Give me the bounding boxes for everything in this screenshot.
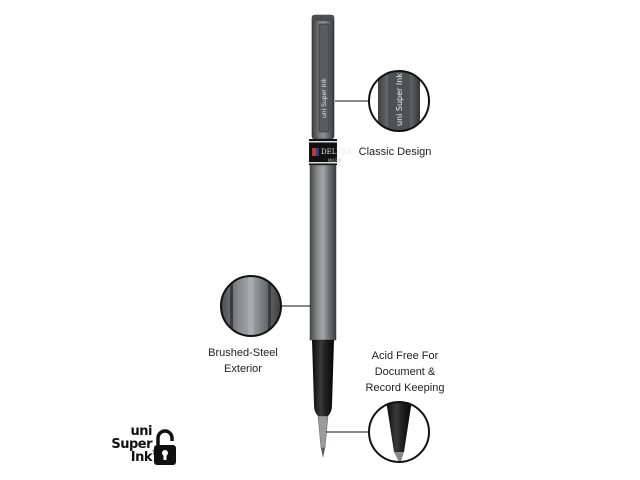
pen-band-text: DELUXE [321,148,352,156]
classic-design-label: Classic Design [358,146,432,158]
pen-grip [312,340,334,416]
zoom-circle-tip [368,401,430,463]
acid-free-line1: Acid Free For [371,350,439,362]
acid-free-line3: Record Keeping [365,382,445,394]
callout-acid-free [326,401,430,463]
uni-super-ink-logo: uni Super Ink TM [92,425,202,475]
acid-free-label: Acid Free For Document & Record Keeping [355,348,455,396]
logo-line-ink: Ink [130,450,153,465]
pen: uni Super Ink DELUXE MICRO [309,14,352,458]
callout-classic-design: uni Super Ink [335,70,430,132]
pen-clip [318,23,330,133]
brushed-steel-line2: Exterior [224,363,262,375]
pen-band-subtext: MICRO [328,158,341,163]
logo-line-uni: uni [130,424,153,439]
pen-barrel [309,164,337,341]
zoom-circle-cap [368,70,430,132]
brushed-steel-line1: Brushed-Steel [208,347,278,359]
acid-free-line2: Document & [374,366,436,378]
lock-icon [154,429,176,465]
svg-text:uni Super Ink: uni Super Ink [395,73,404,126]
zoom-circle-barrel [220,275,282,337]
brushed-steel-label: Brushed-Steel Exterior [198,345,288,377]
callout-brushed-steel [220,275,311,337]
pen-clip-text: uni Super Ink [321,78,328,118]
logo-line-super: Super [111,437,152,452]
